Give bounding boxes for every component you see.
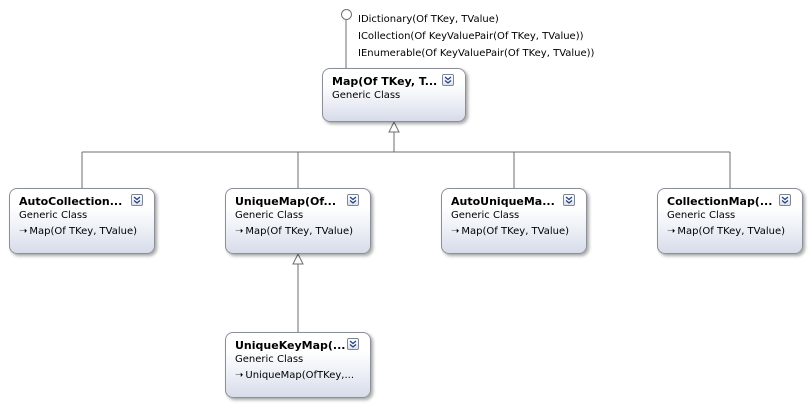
inherits-line: ➝UniqueMap(OfTKey,... — [235, 369, 362, 383]
class-node-auto-unique-map[interactable]: AutoUniqueMa... Generic Class ➝Map(Of TK… — [441, 188, 587, 254]
double-chevron-down-icon[interactable] — [347, 194, 359, 206]
inherit-arrow-icon: ➝ — [235, 226, 244, 237]
interface-lollipop-icon — [341, 9, 352, 20]
class-kind: Generic Class — [19, 210, 88, 221]
class-node-auto-collection-map[interactable]: AutoCollection... Generic Class ➝Map(Of … — [9, 188, 155, 254]
double-chevron-down-icon[interactable] — [131, 194, 143, 206]
class-node-unique-map[interactable]: UniqueMap(Of... Generic Class ➝Map(Of TK… — [225, 188, 371, 254]
class-kind: Generic Class — [451, 210, 520, 221]
inherit-arrow-icon: ➝ — [451, 226, 460, 237]
class-title: CollectionMap(... — [667, 195, 773, 208]
class-kind: Generic Class — [235, 354, 304, 365]
class-title: UniqueMap(Of... — [235, 195, 337, 208]
double-chevron-down-icon[interactable] — [779, 194, 791, 206]
class-node-unique-key-map[interactable]: UniqueKeyMap(... Generic Class ➝UniqueMa… — [225, 332, 371, 398]
double-chevron-down-icon[interactable] — [347, 338, 359, 350]
interface-list: IDictionary(Of TKey, TValue) ICollection… — [358, 11, 594, 62]
base-type: Map(Of TKey, TValue) — [29, 226, 138, 237]
double-chevron-down-icon[interactable] — [442, 74, 454, 86]
inherits-line: ➝Map(Of TKey, TValue) — [235, 225, 362, 239]
class-title: UniqueKeyMap(... — [235, 339, 346, 352]
base-type: Map(Of TKey, TValue) — [245, 226, 354, 237]
class-title: Map(Of TKey, T... — [332, 75, 438, 88]
class-kind: Generic Class — [332, 90, 401, 101]
class-kind: Generic Class — [667, 210, 736, 221]
class-kind: Generic Class — [235, 210, 304, 221]
inherit-arrow-icon: ➝ — [667, 226, 676, 237]
interface-idictionary: IDictionary(Of TKey, TValue) — [358, 14, 499, 25]
class-title: AutoCollection... — [19, 195, 123, 208]
base-type: UniqueMap(OfTKey,... — [245, 370, 355, 381]
class-title: AutoUniqueMa... — [451, 195, 555, 208]
unique-map-generalization-arrow — [292, 252, 304, 265]
class-node-collection-map[interactable]: CollectionMap(... Generic Class ➝Map(Of … — [657, 188, 803, 254]
base-type: Map(Of TKey, TValue) — [461, 226, 570, 237]
interface-ienumerable: IEnumerable(Of KeyValuePair(Of TKey, TVa… — [358, 48, 595, 59]
inherits-line: ➝Map(Of TKey, TValue) — [667, 225, 794, 239]
interface-icollection: ICollection(Of KeyValuePair(Of TKey, TVa… — [358, 31, 584, 42]
base-type: Map(Of TKey, TValue) — [677, 226, 786, 237]
class-node-map[interactable]: Map(Of TKey, T... Generic Class — [322, 68, 466, 122]
inherits-line: ➝Map(Of TKey, TValue) — [451, 225, 578, 239]
inherit-arrow-icon: ➝ — [19, 226, 28, 237]
inherit-arrow-icon: ➝ — [235, 370, 244, 381]
map-generalization-arrow — [388, 120, 400, 133]
double-chevron-down-icon[interactable] — [563, 194, 575, 206]
inherits-line: ➝Map(Of TKey, TValue) — [19, 225, 146, 239]
